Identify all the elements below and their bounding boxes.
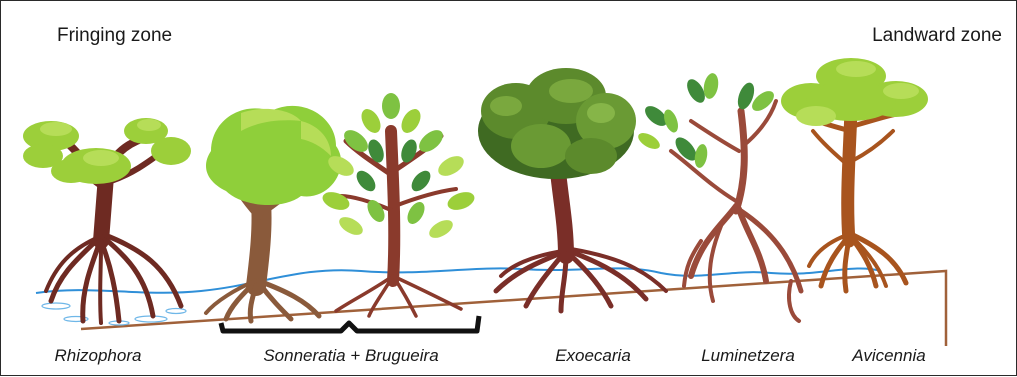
landward-zone-label: Landward zone: [872, 25, 1002, 47]
fringing-zone-label: Fringing zone: [57, 25, 172, 47]
species-label-luminetzera: Luminetzera: [701, 346, 795, 365]
tree-brugueira: [320, 93, 477, 316]
species-label-rhizophora: Rhizophora: [55, 346, 142, 365]
tree-sonneratia: [206, 106, 341, 321]
species-label-sonneratia-brugueira: Sonneratia + Brugueira: [263, 346, 438, 365]
species-label-exoecaria: Exoecaria: [555, 346, 631, 365]
tree-avicennia: [781, 58, 928, 291]
tree-exoecaria: [478, 68, 666, 311]
water-ripples: [42, 303, 186, 325]
species-label-avicennia: Avicennia: [851, 346, 925, 365]
